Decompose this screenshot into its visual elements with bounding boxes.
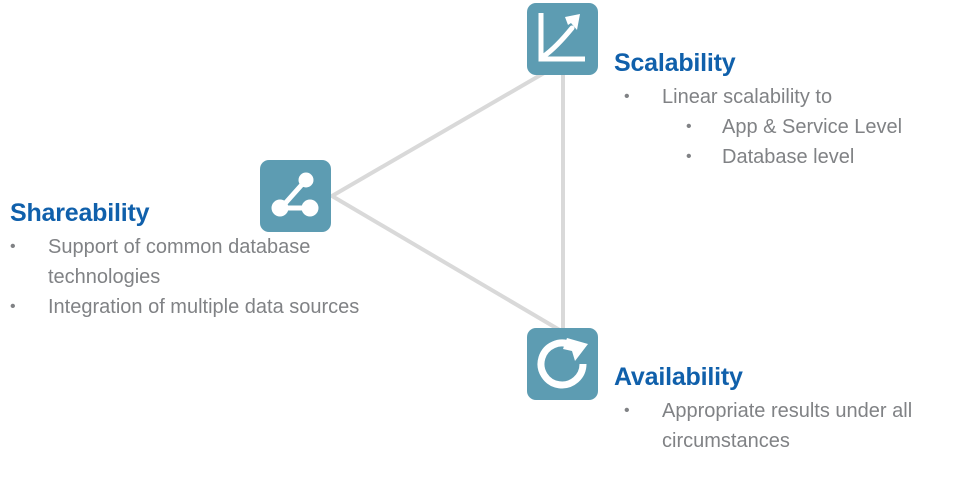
list-item: Integration of multiple data sources (0, 292, 400, 322)
node-tile-availability[interactable] (527, 328, 598, 400)
bullet-list-availability: Appropriate results under all circumstan… (614, 396, 961, 456)
list-item: Appropriate results under all circumstan… (614, 396, 961, 456)
list-item: Linear scalability to (614, 82, 961, 112)
bullet-list-shareability: Support of common database technologies … (0, 232, 400, 322)
refresh-circular-arrow-icon (537, 338, 588, 389)
connector-triangle (328, 58, 565, 336)
page-title-scalability: Scalability (614, 49, 736, 77)
line-chart-growth-arrow-icon (538, 13, 585, 62)
page-title-shareability: Shareability (10, 199, 150, 227)
section-scalability: Scalability Linear scalability to App & … (614, 48, 961, 172)
page-title-availability: Availability (614, 363, 743, 391)
list-item: Database level (614, 142, 961, 172)
section-shareability: Shareability Support of common database … (0, 198, 400, 322)
section-availability: Availability Appropriate results under a… (614, 362, 961, 456)
list-item: Support of common database technologies (0, 232, 400, 292)
bullet-list-scalability: Linear scalability to App & Service Leve… (614, 82, 961, 172)
node-tile-shareability[interactable] (260, 160, 331, 232)
list-item: App & Service Level (614, 112, 961, 142)
node-tile-scalability[interactable] (527, 3, 598, 75)
share-network-icon (271, 172, 319, 217)
